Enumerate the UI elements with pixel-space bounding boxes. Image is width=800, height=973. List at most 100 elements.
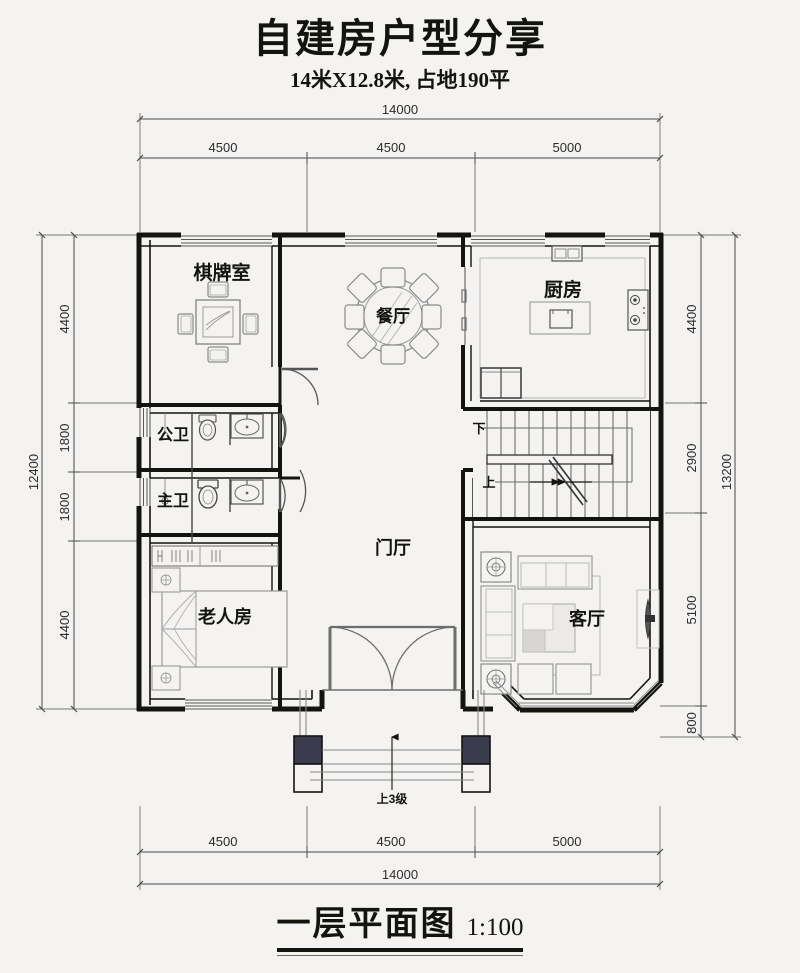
dim-bottom-seg-3: 5000 bbox=[553, 834, 582, 849]
door-gameroom bbox=[278, 367, 319, 406]
bottom-title-block: 一层平面图 1:100 bbox=[0, 896, 800, 956]
dim-top-seg-1: 4500 bbox=[209, 140, 238, 155]
porch-plinth-left bbox=[293, 763, 323, 793]
dim-top-seg-2: 4500 bbox=[377, 140, 406, 155]
room-label-foyer: 门厅 bbox=[375, 537, 411, 558]
living-tv bbox=[636, 589, 660, 649]
porch-steps-label: 上3级 bbox=[377, 791, 408, 806]
room-label-elder-room: 老人房 bbox=[198, 606, 252, 627]
room-label-public-bath: 公卫 bbox=[157, 426, 189, 444]
dimension-chain-bottom bbox=[136, 806, 664, 890]
dimension-chain-right bbox=[660, 231, 741, 741]
furniture-game-room bbox=[177, 281, 259, 363]
porch-columns bbox=[293, 735, 491, 793]
dining-table-hatch bbox=[371, 291, 418, 345]
window-kitchen-left bbox=[471, 235, 545, 247]
dim-left-overall: 12400 bbox=[26, 454, 41, 490]
living-sofa-top bbox=[517, 555, 593, 590]
stair-up-label: 上 bbox=[482, 475, 495, 490]
title-underline-thick bbox=[276, 948, 524, 952]
staircase: 下 上 bbox=[472, 411, 650, 517]
window-gameroom bbox=[181, 235, 272, 247]
title-block: 自建房户型分享 14米X12.8米, 占地190平 bbox=[0, 18, 800, 94]
living-side-table-bottom bbox=[480, 663, 512, 695]
dim-bottom-seg-2: 4500 bbox=[377, 834, 406, 849]
title-underline-thin bbox=[276, 955, 524, 956]
window-public-bath bbox=[139, 408, 151, 437]
dim-left-seg-1: 4400 bbox=[57, 305, 72, 334]
door-bath-corridor bbox=[299, 469, 307, 513]
stair-down-label: 下 bbox=[472, 421, 485, 436]
door-public-bath bbox=[278, 412, 287, 449]
game-room-chairs bbox=[177, 281, 259, 363]
dimension-labels-top: 14000 4500 4500 5000 bbox=[209, 102, 582, 155]
living-side-table-top bbox=[480, 551, 512, 583]
furniture-living-room bbox=[480, 551, 662, 708]
dim-top-overall: 14000 bbox=[382, 102, 418, 117]
public-bath-sink bbox=[230, 413, 264, 439]
room-label-living: 客厅 bbox=[569, 608, 605, 629]
page-title: 自建房户型分享 bbox=[253, 16, 547, 61]
dim-right-overall: 13200 bbox=[719, 454, 734, 490]
door-group bbox=[278, 367, 319, 513]
dim-right-seg-1: 4400 bbox=[684, 305, 699, 334]
door-master-bath bbox=[278, 476, 300, 513]
living-coffee-table bbox=[522, 603, 576, 653]
living-ottomans bbox=[517, 663, 592, 695]
elder-room-nightstands bbox=[151, 567, 181, 691]
room-label-master-bath: 主卫 bbox=[157, 491, 189, 510]
window-master-bath bbox=[139, 478, 151, 506]
public-bath-toilet bbox=[198, 414, 217, 441]
window-kitchen bbox=[605, 235, 650, 247]
porch-column-right bbox=[461, 735, 491, 765]
exterior-wall-bottom-left-inner bbox=[150, 690, 313, 700]
window-elder-room bbox=[185, 699, 272, 710]
dim-left-seg-3: 1800 bbox=[57, 493, 72, 522]
dim-left-seg-2: 1800 bbox=[57, 424, 72, 453]
furniture-dining bbox=[344, 267, 442, 365]
elder-room-bed bbox=[161, 590, 288, 668]
kitchen-sink bbox=[551, 245, 583, 262]
furniture-master-bath bbox=[161, 479, 264, 509]
dimension-labels-left: 12400 4400 1800 1800 4400 bbox=[26, 305, 72, 640]
elder-room-wardrobe bbox=[151, 545, 279, 567]
public-bath-shower bbox=[161, 413, 169, 440]
kitchen-island bbox=[529, 301, 591, 335]
room-label-game-room: 棋牌室 bbox=[193, 261, 250, 284]
bath-inner-partitions bbox=[191, 413, 231, 543]
dim-left-seg-4: 4400 bbox=[57, 611, 72, 640]
master-bath-sink bbox=[230, 479, 264, 505]
opening-dining-kitchen bbox=[461, 267, 467, 345]
dim-right-seg-4: 800 bbox=[684, 712, 699, 734]
dim-right-seg-2: 2900 bbox=[684, 444, 699, 473]
kitchen-base-cabinet bbox=[480, 367, 522, 399]
living-sofa-left bbox=[480, 585, 516, 662]
kitchen-stove bbox=[627, 289, 649, 331]
porch: 上3级 bbox=[293, 690, 491, 806]
dim-top-seg-3: 5000 bbox=[553, 140, 582, 155]
master-bath-shower bbox=[161, 479, 169, 505]
dim-bottom-overall: 14000 bbox=[382, 867, 418, 882]
living-bay-window-glazing bbox=[492, 680, 662, 708]
main-entrance-door bbox=[322, 625, 463, 691]
dining-chairs bbox=[344, 267, 442, 365]
dimension-chain-left bbox=[36, 231, 140, 713]
furniture-kitchen bbox=[479, 245, 649, 399]
master-bath-toilet bbox=[197, 479, 219, 509]
porch-column-left bbox=[293, 735, 323, 765]
dimension-labels-bottom: 4500 4500 5000 14000 bbox=[209, 834, 582, 882]
plan-name: 一层平面图 bbox=[276, 906, 457, 943]
dimension-chain-top bbox=[136, 113, 664, 232]
page-subtitle: 14米X12.8米, 占地190平 bbox=[290, 68, 510, 92]
window-top-group bbox=[181, 235, 650, 247]
plan-scale: 1:100 bbox=[466, 914, 524, 941]
stair-handrail bbox=[486, 454, 613, 465]
dimension-labels-right: 4400 2900 5100 800 13200 bbox=[684, 305, 734, 734]
room-label-kitchen: 厨房 bbox=[544, 278, 582, 301]
porch-plinth-right bbox=[461, 763, 491, 793]
furniture-public-bath bbox=[161, 413, 264, 441]
dim-right-seg-3: 5100 bbox=[684, 596, 699, 625]
porch-rails bbox=[299, 690, 485, 736]
